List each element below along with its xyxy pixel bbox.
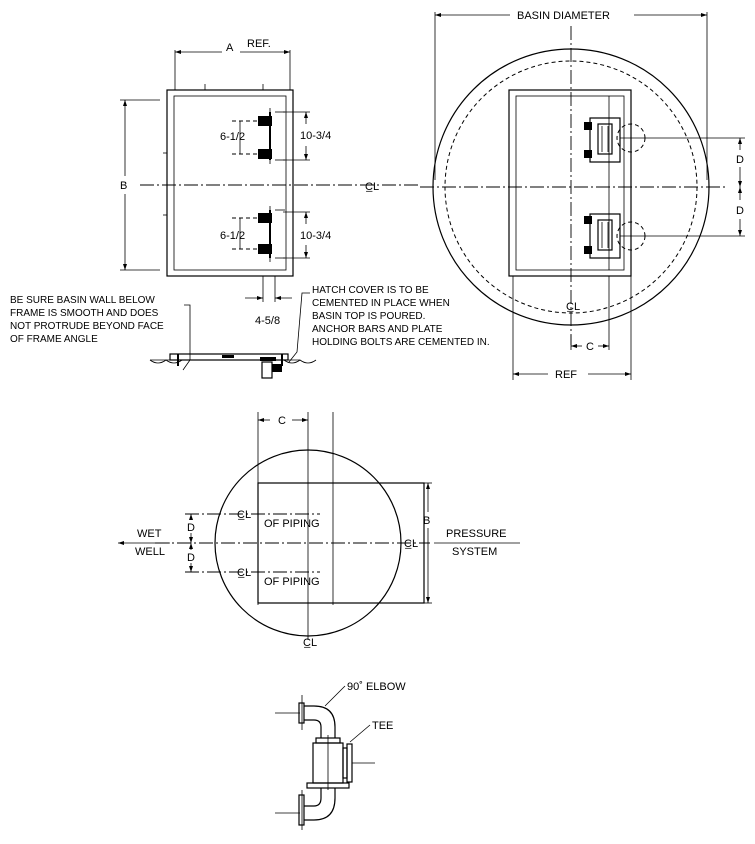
lower-rail-assembly bbox=[258, 206, 285, 262]
svg-text:HATCH COVER IS TO BE: HATCH COVER IS TO BE bbox=[312, 285, 429, 296]
section-view bbox=[149, 353, 317, 379]
svg-text:FRAME IS SMOOTH AND DOES: FRAME IS SMOOTH AND DOES bbox=[10, 308, 159, 319]
system-label: SYSTEM bbox=[452, 546, 497, 558]
basin-dim-d-lower: D bbox=[736, 205, 744, 217]
svg-text:ANCHOR BARS AND PLATE: ANCHOR BARS AND PLATE bbox=[312, 324, 443, 335]
basin-dim-c: C bbox=[586, 341, 594, 353]
piping-dim-d-upper: D bbox=[187, 522, 195, 534]
piping-dim-d-lower: D bbox=[187, 552, 195, 564]
upper-rail-label: 10-3/4 bbox=[300, 130, 331, 142]
piping-view: C B D D WET WELL PRESSURE SYSTEM C̲L OF … bbox=[118, 412, 520, 649]
upper-rail-assembly bbox=[258, 108, 285, 164]
basin-centerline-label: C̲L bbox=[365, 181, 379, 193]
svg-text:BASIN TOP IS POURED.: BASIN TOP IS POURED. bbox=[312, 311, 425, 322]
svg-text:NOT PROTRUDE BEYOND FACE: NOT PROTRUDE BEYOND FACE bbox=[10, 321, 164, 332]
bottom-offset-label: 4-5/8 bbox=[255, 315, 280, 327]
piping-dim-c: C bbox=[278, 415, 286, 427]
plan-view: A REF. B 6-1/2 bbox=[120, 38, 420, 327]
svg-text:OF FRAME ANGLE: OF FRAME ANGLE bbox=[10, 334, 98, 345]
dim-a-label: A bbox=[226, 42, 234, 54]
piping-dim-b: B bbox=[423, 515, 430, 527]
dim-ref-label: REF. bbox=[247, 38, 271, 50]
wet-label: WET bbox=[137, 528, 162, 540]
tee-label: TEE bbox=[372, 720, 393, 732]
upper-spacing-label: 6-1/2 bbox=[220, 131, 245, 143]
basin-dim-d-upper: D bbox=[736, 154, 744, 166]
cl-upper-label: C̲L bbox=[237, 509, 251, 521]
basin-wall-note: BE SURE BASIN WALL BELOW FRAME IS SMOOTH… bbox=[10, 295, 191, 371]
of-piping-lower-label: OF PIPING bbox=[264, 576, 320, 588]
lower-spacing-label: 6-1/2 bbox=[220, 230, 245, 242]
upper-elbow bbox=[275, 702, 341, 744]
fittings-detail: 90˚ ELBOW TEE bbox=[275, 681, 406, 830]
dim-b-label: B bbox=[120, 180, 127, 192]
svg-text:HOLDING BOLTS ARE CEMENTED IN.: HOLDING BOLTS ARE CEMENTED IN. bbox=[312, 337, 490, 348]
lower-pump-discharge bbox=[584, 213, 646, 259]
upper-pump-discharge bbox=[584, 117, 646, 163]
basin-view: BASIN DIAMETER C̲L C̲L bbox=[365, 10, 745, 381]
basin-diameter-label: BASIN DIAMETER bbox=[517, 10, 610, 22]
elbow-label: 90˚ ELBOW bbox=[347, 681, 406, 693]
of-piping-upper-label: OF PIPING bbox=[264, 518, 320, 530]
basin-frame bbox=[508, 89, 632, 277]
tee-fitting bbox=[306, 735, 375, 790]
lower-elbow bbox=[275, 788, 336, 830]
basin-centerline-lower-label: C̲L bbox=[566, 301, 580, 313]
hatch-cover-note: HATCH COVER IS TO BE CEMENTED IN PLACE W… bbox=[288, 285, 490, 363]
cl-bottom-label: C̲L bbox=[303, 637, 317, 649]
cl-lower-label: C̲L bbox=[237, 567, 251, 579]
well-label: WELL bbox=[135, 546, 165, 558]
cl-right-label: C̲L bbox=[404, 538, 418, 550]
svg-text:CEMENTED IN PLACE WHEN: CEMENTED IN PLACE WHEN bbox=[312, 298, 450, 309]
frame-outline bbox=[166, 89, 294, 277]
pressure-label: PRESSURE bbox=[446, 528, 507, 540]
lower-rail-label: 10-3/4 bbox=[300, 230, 331, 242]
basin-dim-ref: REF bbox=[555, 369, 577, 381]
svg-text:BE SURE BASIN WALL BELOW: BE SURE BASIN WALL BELOW bbox=[10, 295, 155, 306]
